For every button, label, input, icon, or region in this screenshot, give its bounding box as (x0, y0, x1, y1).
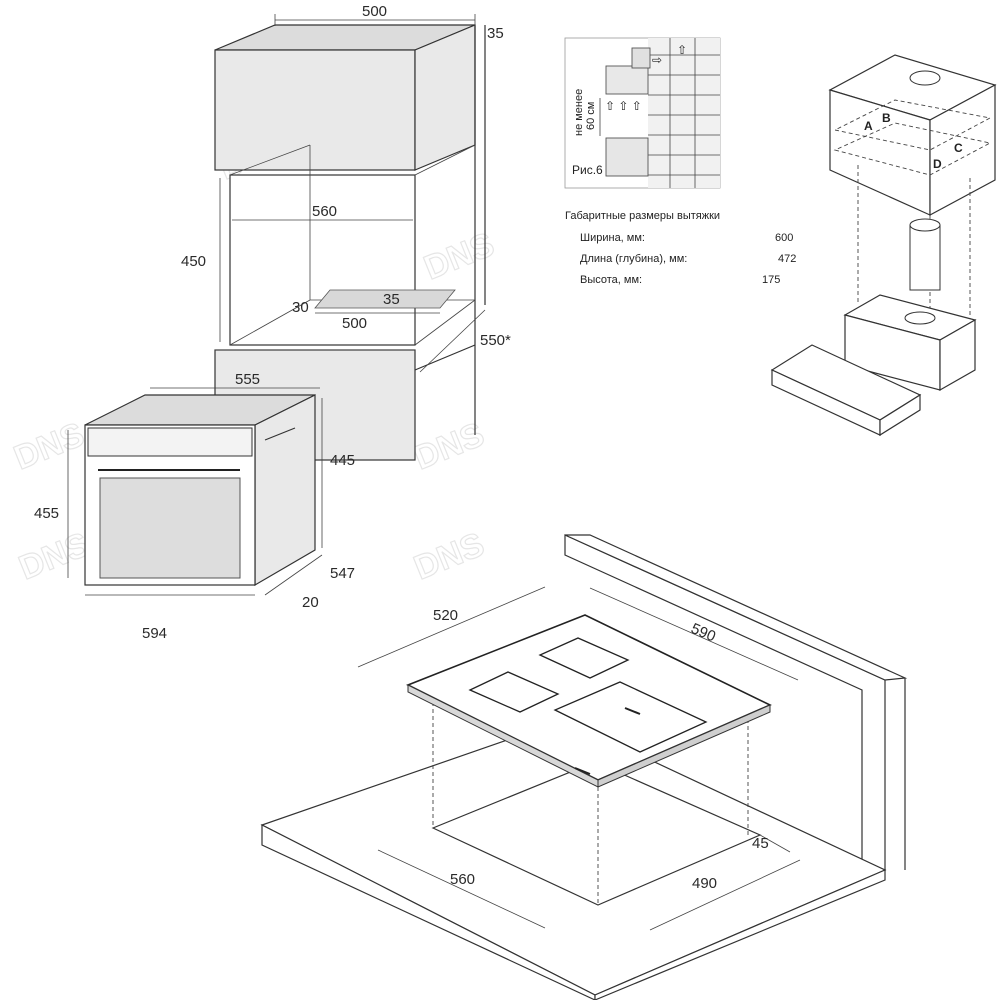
dim-line (264, 554, 323, 596)
oven-drawing: 555 445 455 547 20 594 (34, 371, 355, 642)
dim-height: 450 (181, 253, 206, 270)
vent-cutout (314, 289, 456, 309)
hood-spec-table: Габаритные размеры вытяжки Ширина, мм: 6… (565, 210, 796, 286)
niche-inner-edge (414, 144, 476, 176)
niche-opening (229, 174, 416, 346)
cooking-zone (538, 637, 630, 679)
dim-oven-width: 555 (235, 371, 260, 388)
airflow-arrow-icon: ⇧ ⇧ ⇧ (605, 99, 642, 113)
oven-control-panel (87, 427, 253, 457)
spec-value: 175 (762, 274, 780, 286)
niche-inner-edge (229, 299, 311, 346)
dim-line (759, 834, 791, 853)
slide-panel-side (879, 393, 921, 437)
cooker (605, 137, 649, 177)
mount-plane (833, 99, 992, 151)
hob-logo (574, 767, 591, 775)
hood-side (939, 318, 976, 392)
lower-cabinet-edge (414, 344, 476, 371)
min-value: 60 см (585, 102, 597, 130)
oven-side-handle (264, 427, 296, 441)
dim-inner-width: 560 (312, 203, 337, 220)
watermark-text: DNS (409, 525, 490, 587)
dim-top-gap: 35 (487, 25, 504, 42)
watermark-text: DNS (9, 415, 90, 477)
point-c: C (954, 141, 963, 155)
dim-hob-top-width: 590 (688, 620, 718, 645)
oven-niche-drawing: 500 35 560 450 35 30 500 550* (181, 3, 511, 461)
point-a: A (864, 119, 873, 133)
niche-inner-edge (229, 144, 311, 176)
cabinet-side (929, 83, 996, 217)
dim-line (649, 859, 801, 931)
airflow-arrow-icon: ⇨ (652, 53, 662, 67)
airflow-arrow-icon: ⇧ (677, 43, 687, 57)
dim-hob-top-depth: 520 (433, 607, 458, 624)
duct-hole (909, 70, 941, 86)
dim-oven-front-thickness: 20 (302, 594, 319, 611)
hood-body (605, 65, 649, 95)
dim-line (589, 587, 799, 681)
dim-depth: 550* (480, 332, 511, 349)
fig-label: Рис.6 (572, 163, 603, 177)
dim-top-width: 500 (362, 3, 387, 20)
hood-duct (631, 47, 651, 69)
watermark-text: DNS (419, 225, 500, 287)
spec-title: Габаритные размеры вытяжки (565, 210, 720, 222)
dim-oven-height-right: 445 (330, 452, 355, 469)
hob-edge (597, 704, 771, 788)
mount-plane (833, 122, 992, 176)
spec-label: Высота, мм: (580, 274, 642, 286)
countertop-side (594, 869, 886, 1000)
watermark-text: DNS (14, 525, 95, 587)
dim-cut-depth: 490 (692, 875, 717, 892)
hood-install-figure: ⇧ ⇧ ⇧ ⇨ ⇧ не менее 60 см Рис.6 (564, 37, 721, 189)
dim-line (357, 586, 546, 668)
brick-wall (648, 38, 720, 188)
upper-cabinet-front (214, 49, 416, 171)
niche-inner-edge (414, 299, 476, 346)
spec-value: 600 (775, 232, 793, 244)
upper-cabinet-side (414, 24, 476, 171)
duct-pipe-top (909, 218, 941, 232)
oven-glass (99, 477, 241, 579)
dim-bottom-gap: 35 (383, 291, 400, 308)
spec-label: Ширина, мм: (580, 232, 645, 244)
dim-line (377, 849, 546, 929)
min-label: не менее (573, 89, 585, 136)
point-d: D (933, 157, 942, 171)
dim-bottom-width: 500 (342, 315, 367, 332)
hob-drawing: 520 590 560 490 45 (260, 534, 908, 1000)
spec-value: 472 (778, 253, 796, 265)
dim-cut-width: 560 (450, 871, 475, 888)
dim-oven-height-left: 455 (34, 505, 59, 522)
hood-duct-hole (904, 311, 936, 325)
cooking-zone (553, 681, 708, 753)
dim-oven-depth: 547 (330, 565, 355, 582)
hob-logo (624, 707, 641, 715)
oven-side (254, 394, 316, 587)
dim-left-offset: 30 (292, 299, 309, 316)
dim-oven-front-width: 594 (142, 625, 167, 642)
cooking-zone (468, 671, 560, 713)
spec-label: Длина (глубина), мм: (580, 253, 687, 265)
duct-pipe (909, 224, 941, 291)
dim-line (419, 309, 486, 373)
point-b: B (882, 111, 891, 125)
watermark-text: DNS (409, 415, 490, 477)
countertop-front (261, 824, 596, 1000)
dim-edge-gap: 45 (752, 835, 769, 852)
hood-exploded-drawing: A B C D (770, 54, 997, 437)
